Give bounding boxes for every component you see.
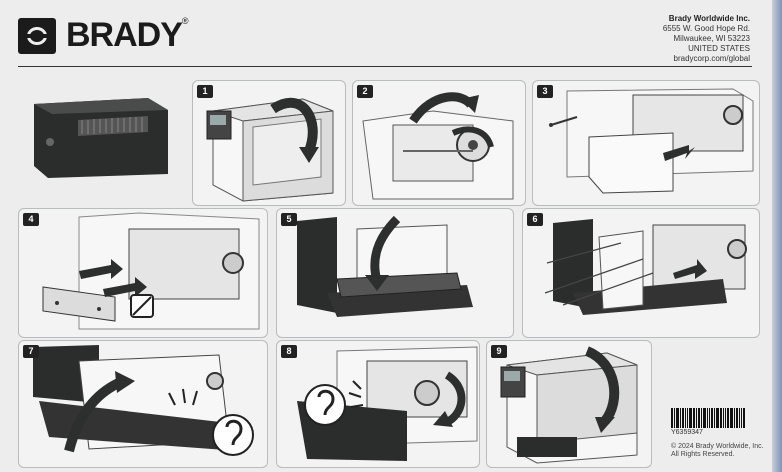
step-5-badge: 5 [281,213,297,226]
brady-logo: BRADY® [18,16,188,55]
step-8-badge: 8 [281,345,297,358]
copyright-line: © 2024 Brady Worldwide, Inc. [671,443,764,450]
company-address: Brady Worldwide Inc. 6555 W. Good Hope R… [663,14,750,64]
step-3-panel: 3 [532,80,760,206]
brady-logo-icon [18,17,56,54]
step-4-illustration [42,212,260,330]
step-2-illustration [362,92,514,200]
step-9-illustration [500,346,638,464]
step-5-panel: 5 [276,208,514,338]
step-3-illustration [549,88,754,194]
website: bradycorp.com/global [673,54,750,63]
brand-name: BRADY® [66,16,188,54]
step-6-panel: 6 [522,208,760,338]
part-number: Y6359347 [671,429,703,436]
country: UNITED STATES [688,44,750,53]
step-4-badge: 4 [23,213,39,226]
street: 6555 W. Good Hope Rd. [662,24,750,33]
step-1-panel: 1 [192,80,346,206]
step-6-badge: 6 [527,213,543,226]
step-8-panel: 8 [276,340,480,468]
step-1-illustration [206,97,334,202]
step-2-badge: 2 [357,85,373,98]
step-8-illustration [297,346,478,461]
company-name: Brady Worldwide Inc. [668,14,750,23]
step-4-panel: 4 [18,208,268,338]
background-edge [772,0,782,472]
step-7-panel: 7 [18,340,268,468]
step-2-panel: 2 [352,80,526,206]
header-divider [18,66,752,67]
cover-part-illustration [34,98,168,178]
step-5-illustration [297,215,473,317]
step-7-badge: 7 [23,345,39,358]
city: Milwaukee, WI 53223 [673,34,750,43]
step-9-panel: 9 [486,340,652,468]
step-7-illustration [33,345,254,456]
rights-line: All Rights Reserved. [671,451,735,458]
barcode [671,408,751,428]
step-1-badge: 1 [197,85,213,98]
step-6-illustration [544,219,747,315]
step-3-badge: 3 [537,85,553,98]
step-9-badge: 9 [491,345,507,358]
copyright-notice: © 2024 Brady Worldwide, Inc. All Rights … [671,443,764,459]
